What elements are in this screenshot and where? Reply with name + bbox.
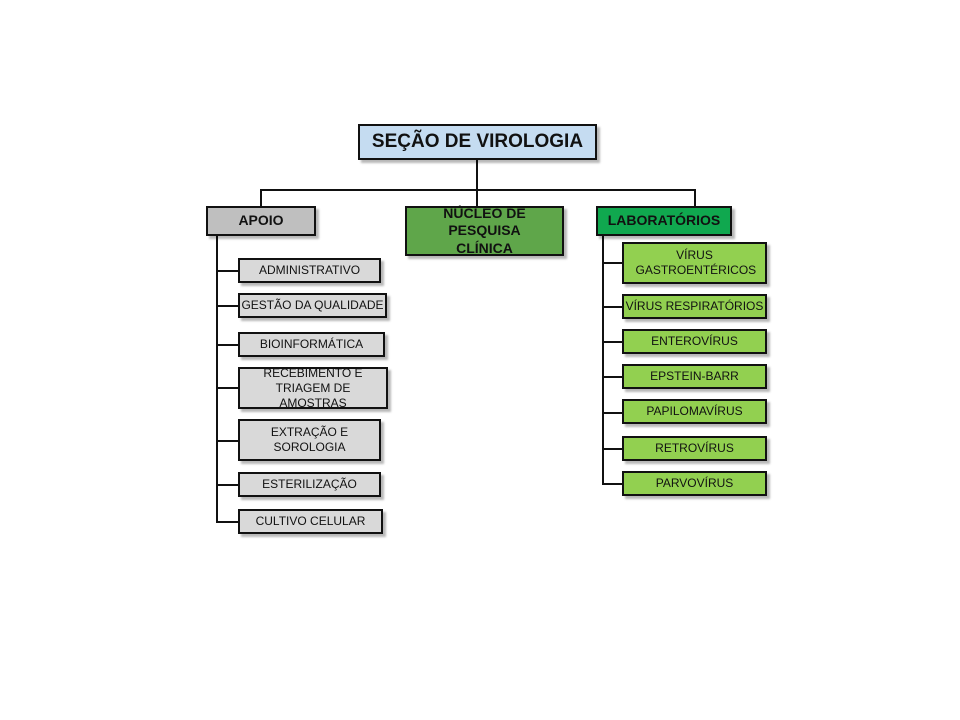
root-label: SEÇÃO DE VIROLOGIA <box>371 131 584 153</box>
support-tick <box>216 305 240 307</box>
lab-item-label: VÍRUS GASTROENTÉRICOS <box>635 248 757 277</box>
lab-item: VÍRUS RESPIRATÓRIOS <box>622 294 767 319</box>
support-item-label: ESTERILIZAÇÃO <box>262 477 357 491</box>
lab-item: VÍRUS GASTROENTÉRICOS <box>622 242 767 284</box>
branch-labs-label: LABORATÓRIOS <box>607 212 721 229</box>
lab-item: ENTEROVÍRUS <box>622 329 767 354</box>
support-item-label: ADMINISTRATIVO <box>258 263 361 277</box>
branch-support: APOIO <box>206 206 316 236</box>
support-item: ADMINISTRATIVO <box>238 258 381 283</box>
labs-tick <box>602 483 624 485</box>
support-item-label: GESTÃO DA QUALIDADE <box>241 298 384 312</box>
labs-tick <box>602 341 624 343</box>
support-tick <box>216 387 240 389</box>
labs-tick <box>602 262 624 264</box>
labs-tick <box>602 376 624 378</box>
lab-item: PAPILOMAVÍRUS <box>622 399 767 424</box>
root-node: SEÇÃO DE VIROLOGIA <box>358 124 597 160</box>
support-tick <box>216 521 240 523</box>
connector-to-support <box>260 189 262 207</box>
support-item: ESTERILIZAÇÃO <box>238 472 381 497</box>
connector-root-down <box>476 158 478 191</box>
lab-item-label: EPSTEIN-BARR <box>650 369 739 383</box>
support-item: BIOINFORMÁTICA <box>238 332 385 357</box>
support-item: CULTIVO CELULAR <box>238 509 383 534</box>
labs-tick <box>602 412 624 414</box>
connector-horizontal <box>260 189 696 191</box>
support-item-label: BIOINFORMÁTICA <box>259 337 364 351</box>
labs-tick <box>602 448 624 450</box>
support-item-label: RECEBIMENTO E TRIAGEM DE AMOSTRAS <box>263 365 363 410</box>
support-item-label: EXTRAÇÃO E SOROLOGIA <box>270 425 349 454</box>
branch-support-label: APOIO <box>238 212 284 229</box>
support-tick <box>216 440 240 442</box>
connector-to-labs <box>694 189 696 207</box>
lab-item: RETROVÍRUS <box>622 436 767 461</box>
lab-item-label: RETROVÍRUS <box>655 441 734 455</box>
support-item: EXTRAÇÃO E SOROLOGIA <box>238 419 381 461</box>
branch-research-label: NÚCLEO DE PESQUISA CLÍNICA <box>443 204 526 256</box>
labs-spine <box>602 235 604 484</box>
support-tick <box>216 270 240 272</box>
lab-item-label: PAPILOMAVÍRUS <box>646 404 743 418</box>
support-item: GESTÃO DA QUALIDADE <box>238 293 387 318</box>
branch-research: NÚCLEO DE PESQUISA CLÍNICA <box>405 204 564 256</box>
support-spine <box>216 235 218 523</box>
support-tick <box>216 344 240 346</box>
labs-tick <box>602 306 624 308</box>
support-tick <box>216 484 240 486</box>
support-item: RECEBIMENTO E TRIAGEM DE AMOSTRAS <box>238 365 388 410</box>
lab-item-label: ENTEROVÍRUS <box>651 334 738 348</box>
lab-item: EPSTEIN-BARR <box>622 364 767 389</box>
lab-item: PARVOVÍRUS <box>622 471 767 496</box>
lab-item-label: VÍRUS RESPIRATÓRIOS <box>625 299 764 313</box>
lab-item-label: PARVOVÍRUS <box>655 476 734 490</box>
connector-to-research <box>476 189 478 207</box>
branch-labs: LABORATÓRIOS <box>596 206 732 236</box>
support-item-label: CULTIVO CELULAR <box>255 514 366 528</box>
